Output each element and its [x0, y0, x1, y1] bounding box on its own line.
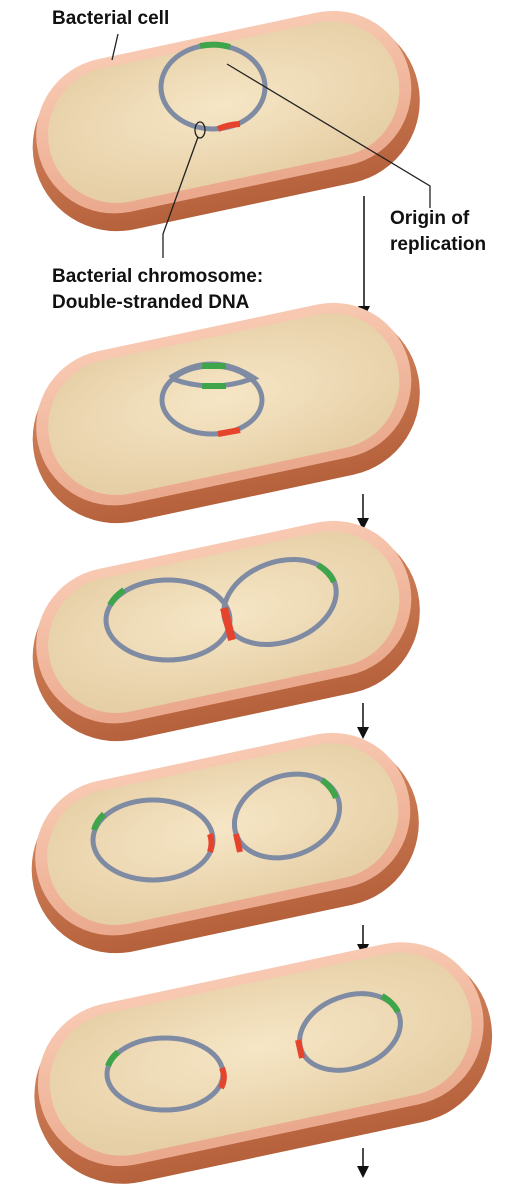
label-chromosome-line2: Double-stranded DNA [52, 292, 250, 313]
terminus-marker-left [210, 834, 212, 852]
arrow-3-4 [357, 703, 369, 739]
origin-marker [200, 45, 230, 47]
terminus-marker [218, 430, 240, 434]
terminus-marker-right [298, 1040, 302, 1058]
terminus-marker-right [236, 834, 240, 852]
stage-5-cell [17, 926, 509, 1188]
terminus-marker-left [221, 1068, 224, 1088]
arrow-1-2 [358, 196, 370, 318]
arrow-2-3 [357, 494, 369, 530]
label-origin-line1: Origin of [390, 208, 470, 229]
label-chromosome-line1: Bacterial chromosome: [52, 266, 263, 287]
stage-2-cell [16, 287, 436, 539]
stage-4-cell [15, 717, 435, 969]
label-bacterial-cell: Bacterial cell [52, 8, 169, 29]
label-origin-line2: replication [390, 234, 486, 255]
arrow-5-next [357, 1148, 369, 1178]
